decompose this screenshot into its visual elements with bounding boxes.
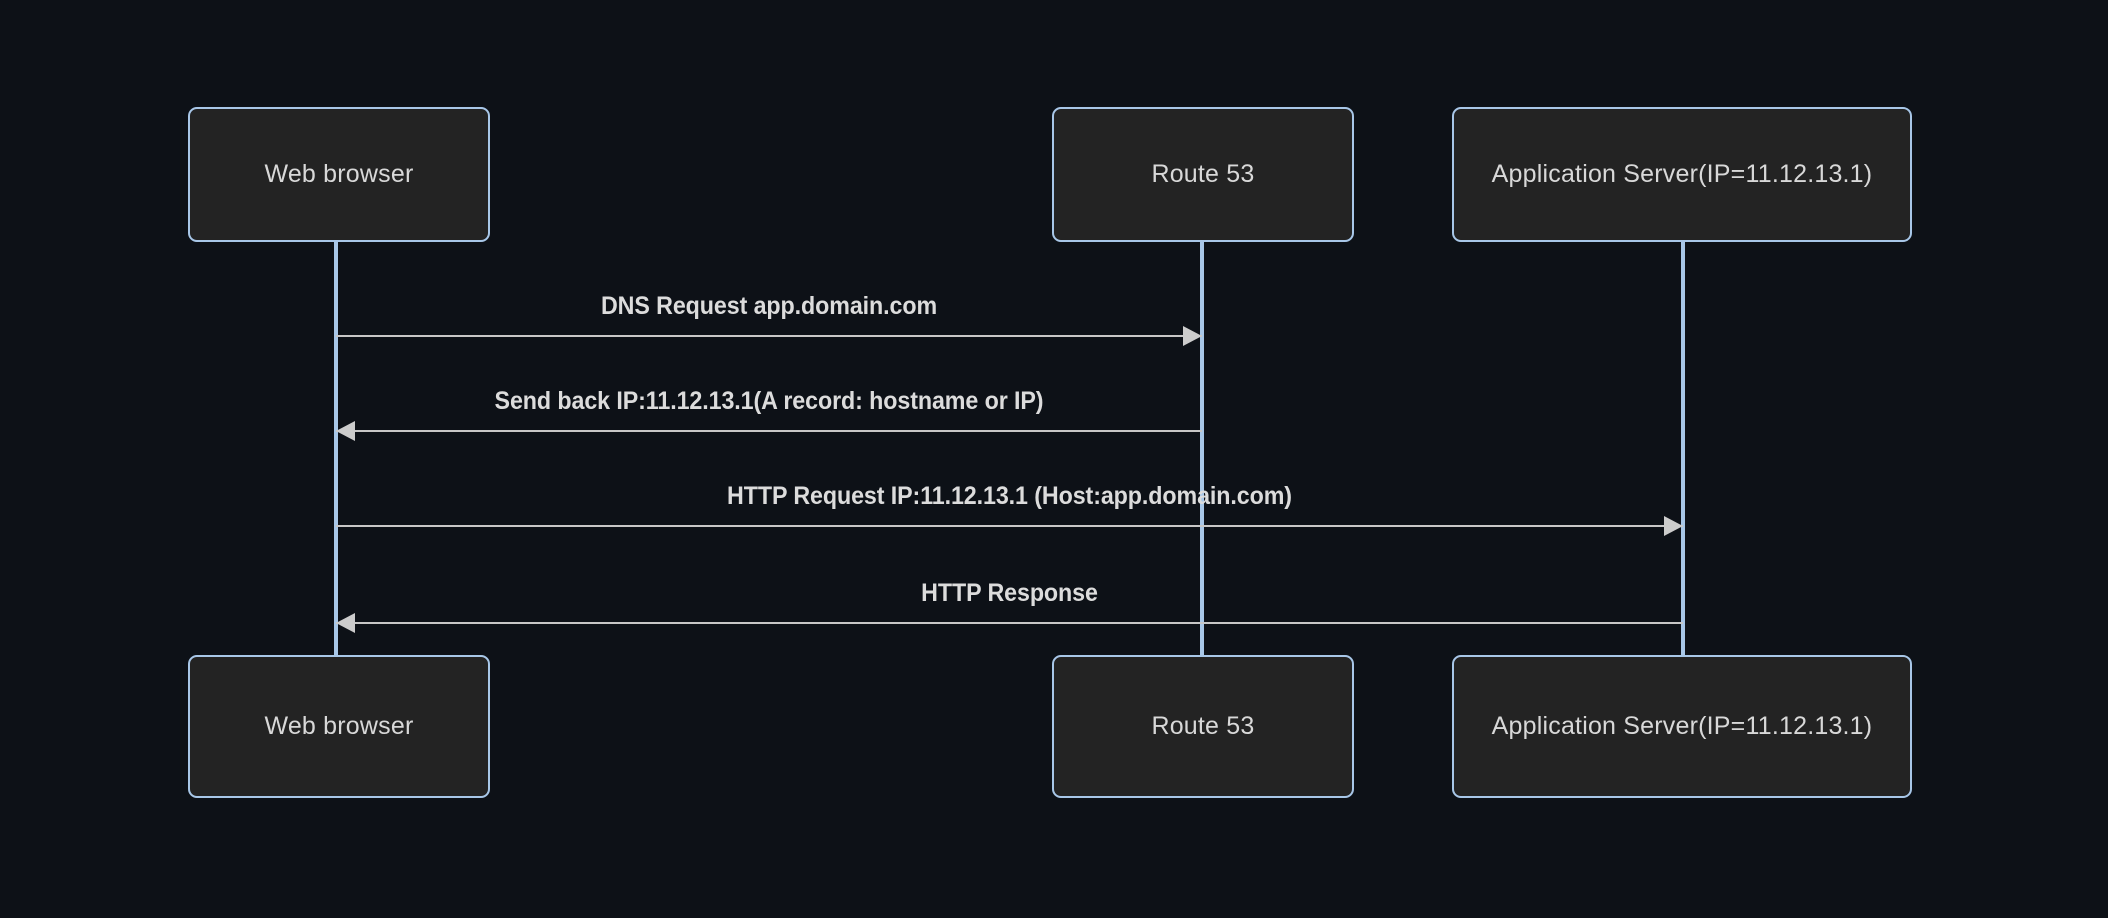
message-label-http-response: HTTP Response: [921, 579, 1098, 607]
participant-label-browser-top: Web browser: [264, 160, 414, 188]
message-label-http-request: HTTP Request IP:11.12.13.1 (Host:app.dom…: [727, 482, 1292, 510]
lifeline-appserver: [1681, 240, 1685, 658]
arrowhead-right-dns-request: [1183, 326, 1202, 346]
participant-box-appserver-top[interactable]: Application Server(IP=11.12.13.1): [1452, 107, 1912, 242]
message-label-dns-request: DNS Request app.domain.com: [600, 292, 938, 320]
participant-box-route53-bottom[interactable]: Route 53: [1052, 655, 1354, 798]
lifeline-route53: [1200, 240, 1204, 658]
participant-label-appserver-bottom: Application Server(IP=11.12.13.1): [1491, 712, 1873, 740]
message-line-http-response: [336, 622, 1683, 624]
message-line-http-request: [336, 525, 1683, 527]
arrowhead-left-http-response: [336, 613, 355, 633]
participant-box-appserver-bottom[interactable]: Application Server(IP=11.12.13.1): [1452, 655, 1912, 798]
message-line-dns-response: [336, 430, 1202, 432]
participant-box-browser-bottom[interactable]: Web browser: [188, 655, 490, 798]
participant-label-route53-bottom: Route 53: [1151, 712, 1255, 740]
arrowhead-right-http-request: [1664, 516, 1683, 536]
participant-label-browser-bottom: Web browser: [264, 712, 414, 740]
message-line-dns-request: [336, 335, 1202, 337]
participant-box-route53-top[interactable]: Route 53: [1052, 107, 1354, 242]
participant-label-route53-top: Route 53: [1151, 160, 1255, 188]
lifeline-browser: [334, 240, 338, 658]
arrowhead-left-dns-response: [336, 421, 355, 441]
participant-label-appserver-top: Application Server(IP=11.12.13.1): [1491, 160, 1873, 188]
participant-box-browser-top[interactable]: Web browser: [188, 107, 490, 242]
message-label-dns-response: Send back IP:11.12.13.1(A record: hostna…: [494, 387, 1044, 415]
